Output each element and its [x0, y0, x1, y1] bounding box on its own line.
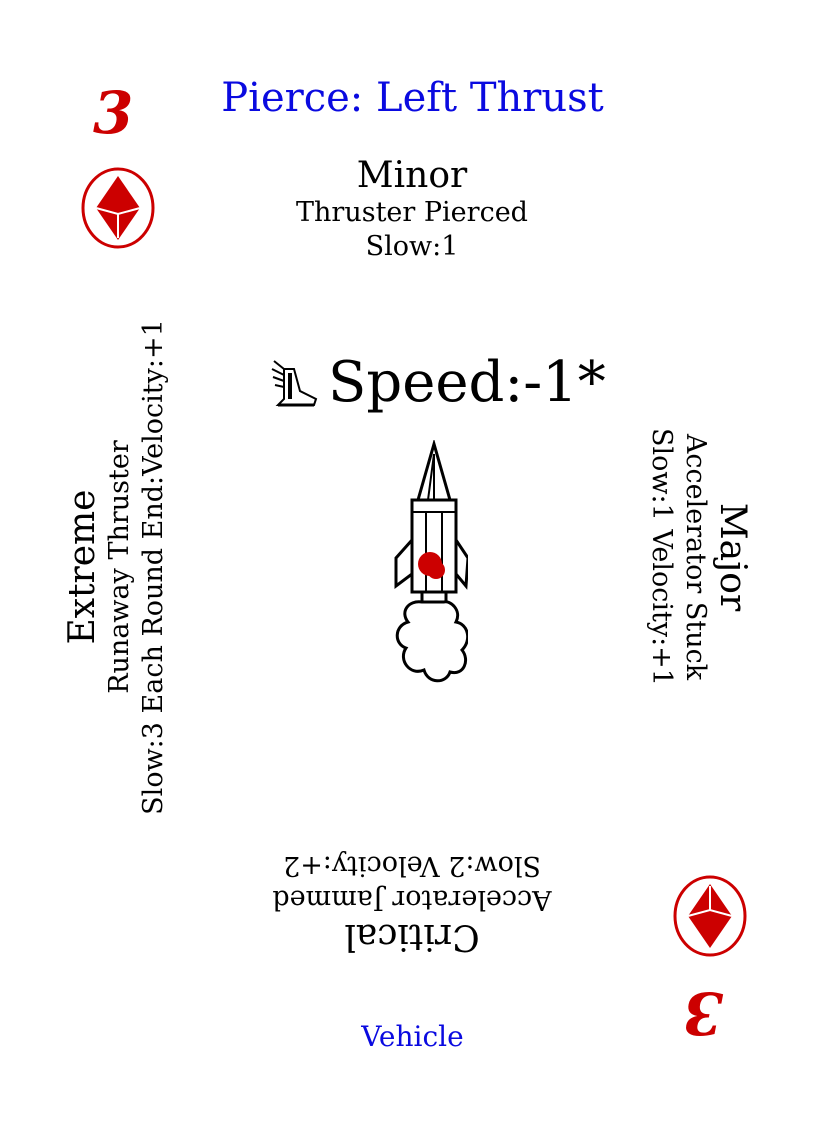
extreme-severity: Extreme [62, 489, 103, 645]
major-effect: Major Accelerator Stuck Slow:1 Velocity:… [644, 297, 753, 817]
extreme-stats: Slow:3 Each Round End:Velocity:+1 [138, 319, 169, 815]
card-title: Pierce: Left Thrust [221, 75, 604, 121]
diamond-icon-bottom [673, 875, 747, 957]
minor-stats: Slow:1 [365, 231, 459, 262]
extreme-effect: Extreme Runaway Thruster Slow:3 Each Rou… [62, 307, 171, 827]
critical-effect: Critical Accelerator Jammed Slow:2 Veloc… [212, 848, 612, 957]
critical-severity: Critical [344, 916, 480, 957]
minor-severity: Minor [356, 155, 468, 196]
speed-value: Speed:-1* [328, 350, 606, 415]
critical-stats: Slow:2 Velocity:+2 [283, 850, 542, 881]
major-severity: Major [712, 502, 753, 612]
minor-effect: Minor Thruster Pierced Slow:1 [212, 156, 612, 264]
critical-name: Accelerator Jammed [272, 884, 552, 915]
major-name: Accelerator Stuck [680, 433, 711, 681]
extreme-name: Runaway Thruster [104, 440, 135, 694]
major-stats: Slow:1 Velocity:+1 [646, 427, 677, 686]
speed-row: Speed:-1* [270, 355, 606, 411]
diamond-icon [81, 167, 155, 249]
corner-rank-top: 3 [93, 79, 134, 147]
winged-boot-icon [271, 360, 318, 407]
minor-name: Thruster Pierced [296, 197, 528, 228]
rocket-icon [394, 440, 468, 683]
card-category: Vehicle [361, 1020, 464, 1053]
